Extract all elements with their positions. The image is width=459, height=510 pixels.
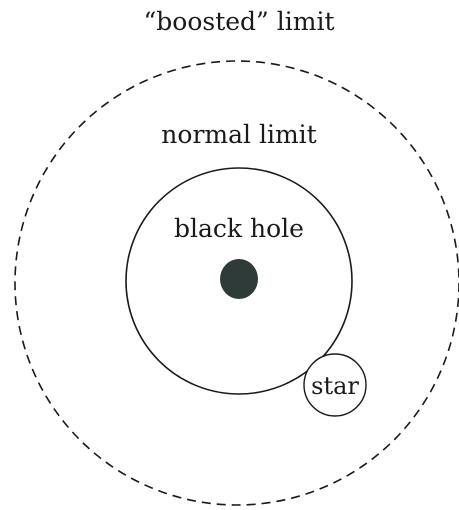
normal-limit-circle [125,167,353,395]
star-circle [303,353,367,417]
black-hole-label: black hole [174,214,304,243]
boosted-limit-label: “boosted” limit [143,7,334,36]
star-label: star [311,372,359,400]
normal-limit-label: normal limit [161,120,316,149]
boosted-limit-circle [14,60,459,506]
black-hole-dot [220,259,258,299]
